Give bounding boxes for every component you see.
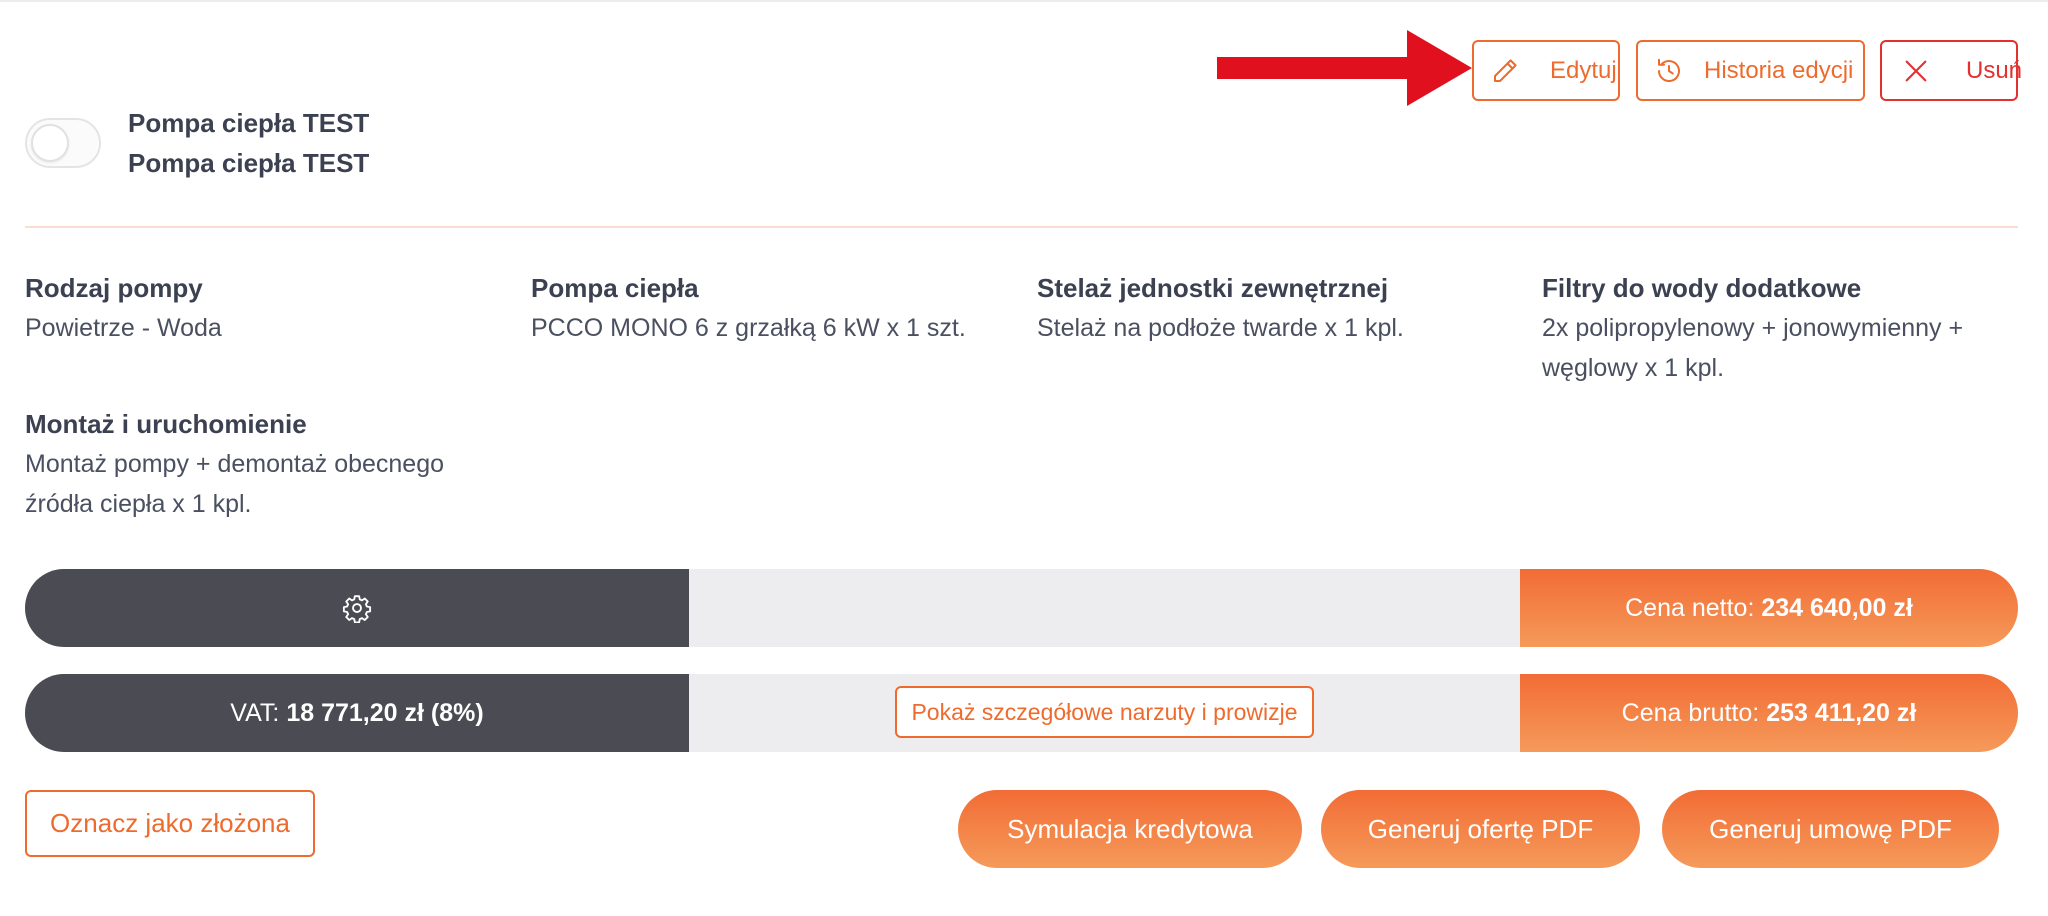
gross-price: Cena brutto: 253 411,20 zł — [1520, 674, 2018, 752]
net-price-value: 234 640,00 zł — [1761, 593, 1913, 622]
pencil-icon — [1490, 56, 1520, 86]
spec-title: Pompa ciepła — [531, 273, 699, 303]
spec-outdoor-frame: Stelaż jednostki zewnętrznej Stelaż na p… — [1037, 272, 1507, 348]
show-details-button[interactable]: Pokaż szczegółowe narzuty i prowizje — [895, 686, 1314, 738]
spec-pump-type: Rodzaj pompy Powietrze - Woda — [25, 272, 495, 348]
vat-label: VAT: — [230, 698, 280, 727]
close-icon — [1902, 57, 1930, 85]
credit-simulation-button[interactable]: Symulacja kredytowa — [958, 790, 1302, 868]
item-name: Pompa ciepła TEST — [128, 108, 370, 138]
edit-button-label: Edytuj — [1550, 56, 1617, 84]
spec-value: 2x polipropylenowy + jonowymienny + węgl… — [1542, 314, 1964, 382]
spec-title: Filtry do wody dodatkowe — [1542, 273, 1862, 303]
spec-installation: Montaż i uruchomienie Montaż pompy + dem… — [25, 408, 515, 524]
settings-section — [25, 569, 689, 647]
top-border — [0, 0, 2048, 2]
edit-button[interactable]: Edytuj — [1472, 40, 1620, 101]
spec-title: Stelaż jednostki zewnętrznej — [1037, 273, 1389, 303]
net-price: Cena netto: 234 640,00 zł — [1520, 569, 2018, 647]
vat-section: VAT: 18 771,20 zł (8%) — [25, 674, 689, 752]
spec-value: Stelaż na podłoże twarde x 1 kpl. — [1037, 314, 1404, 342]
active-toggle[interactable] — [25, 118, 101, 168]
vat-value: 18 771,20 zł (8%) — [286, 698, 484, 727]
spec-title: Rodzaj pompy — [25, 273, 203, 303]
spec-water-filters: Filtry do wody dodatkowe 2x polipropylen… — [1542, 272, 2018, 388]
spec-value: Powietrze - Woda — [25, 314, 222, 342]
spec-title: Montaż i uruchomienie — [25, 409, 307, 439]
generate-offer-pdf-button[interactable]: Generuj ofertę PDF — [1321, 790, 1640, 868]
generate-contract-pdf-button[interactable]: Generuj umowę PDF — [1662, 790, 1999, 868]
net-price-bar: Cena netto: 234 640,00 zł — [25, 569, 2018, 647]
toggle-knob — [31, 124, 69, 162]
gross-price-value: 253 411,20 zł — [1766, 698, 1917, 727]
section-divider — [25, 226, 2018, 228]
history-button[interactable]: Historia edycji — [1636, 40, 1865, 101]
spec-value: PCCO MONO 6 z grzałką 6 kW x 1 szt. — [531, 314, 966, 342]
gross-price-label: Cena brutto: — [1621, 698, 1760, 727]
mark-as-submitted-button[interactable]: Oznacz jako złożona — [25, 790, 315, 857]
gear-icon[interactable] — [342, 593, 372, 623]
item-name-secondary: Pompa ciepła TEST — [128, 148, 370, 178]
history-button-label: Historia edycji — [1704, 56, 1854, 84]
spec-heat-pump: Pompa ciepła PCCO MONO 6 z grzałką 6 kW … — [531, 272, 1001, 348]
history-icon — [1654, 56, 1684, 86]
spec-value: Montaż pompy + demontaż obecnego źródła … — [25, 450, 445, 518]
delete-button-label: Usuń — [1966, 56, 2023, 84]
red-arrow-annotation — [1217, 30, 1472, 106]
net-price-label: Cena netto: — [1625, 593, 1755, 622]
delete-button[interactable]: Usuń — [1880, 40, 2022, 101]
